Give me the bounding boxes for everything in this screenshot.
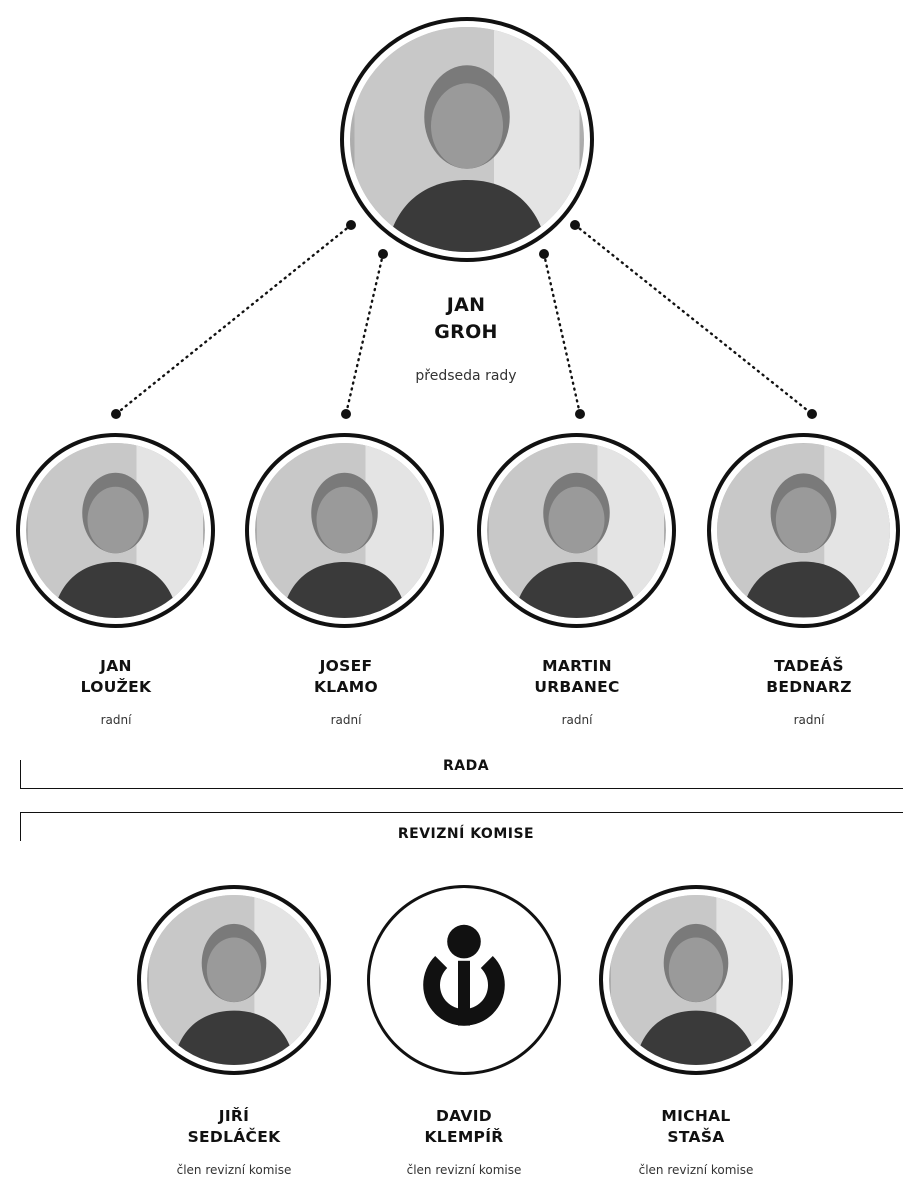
council-avatar-louzek[interactable] <box>16 433 215 628</box>
wikimedia-logo-icon <box>423 924 505 1026</box>
council-role: radní <box>793 713 825 727</box>
council-role: radní <box>100 713 132 727</box>
connector-dot <box>378 249 388 259</box>
council-name: MARTIN URBANEC <box>534 657 620 696</box>
person-photo-icon <box>609 895 783 1065</box>
connector-line <box>114 223 353 416</box>
connector-line <box>573 223 814 416</box>
chair-name: JAN GROH <box>434 294 498 343</box>
person-photo-icon <box>26 443 205 618</box>
audit-section-label: REVIZNÍ KOMISE <box>397 826 535 842</box>
connector-dot <box>570 220 580 230</box>
audit-name: JIŘÍ SEDLÁČEK <box>187 1107 281 1146</box>
council-bracket-vertical <box>20 760 21 789</box>
connector-dot <box>539 249 549 259</box>
council-role: radní <box>330 713 362 727</box>
audit-avatar-sedlacek[interactable] <box>137 885 331 1075</box>
council-avatar-bednarz[interactable] <box>707 433 900 628</box>
council-name: JOSEF KLAMO <box>314 657 378 696</box>
audit-role: člen revizní komise <box>406 1163 522 1177</box>
council-section-label: RADA <box>442 758 490 774</box>
chair-avatar[interactable] <box>340 17 594 262</box>
council-role: radní <box>561 713 593 727</box>
person-photo-icon <box>147 895 321 1065</box>
audit-name: MICHAL STAŠA <box>661 1107 731 1146</box>
person-photo-icon <box>255 443 434 618</box>
connector-dot <box>575 409 585 419</box>
audit-bracket-horizontal <box>20 812 903 813</box>
chair-role: předseda rady <box>415 368 517 384</box>
audit-role: člen revizní komise <box>638 1163 754 1177</box>
connector-dot <box>807 409 817 419</box>
connector-dot <box>111 409 121 419</box>
audit-bracket-vertical <box>20 812 21 841</box>
person-photo-icon <box>487 443 666 618</box>
audit-name: DAVID KLEMPÍŘ <box>424 1107 504 1146</box>
audit-avatar-klempir[interactable] <box>367 885 561 1075</box>
connector-dot <box>341 409 351 419</box>
person-photo-icon <box>717 443 890 618</box>
council-avatar-klamo[interactable] <box>245 433 444 628</box>
connector-line <box>344 252 385 416</box>
audit-avatar-stasa[interactable] <box>599 885 793 1075</box>
council-avatar-urbanec[interactable] <box>477 433 676 628</box>
audit-role: člen revizní komise <box>176 1163 292 1177</box>
council-bracket-horizontal <box>20 788 903 789</box>
person-photo-icon <box>350 27 584 252</box>
connector-dot <box>346 220 356 230</box>
council-name: JAN LOUŽEK <box>80 657 152 696</box>
council-name: TADEÁŠ BEDNARZ <box>766 657 852 696</box>
